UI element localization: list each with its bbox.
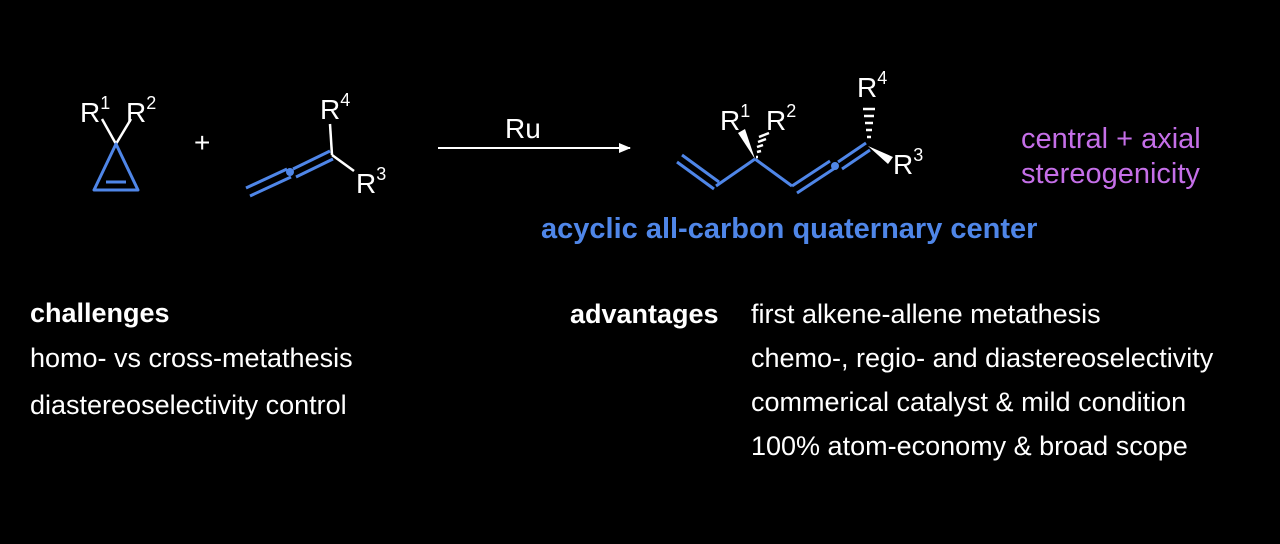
cyclopropene-reactant: R1 R2	[80, 93, 156, 192]
quaternary-center-label: acyclic all-carbon quaternary center	[541, 213, 1038, 245]
advantages-list: first alkene-allene metathesis chemo-, r…	[751, 299, 1213, 475]
advantages-heading: advantages	[570, 299, 719, 329]
product-r1-label: R1	[720, 101, 750, 136]
product-r2-label: R2	[766, 101, 796, 136]
advantage-item: chemo-, regio- and diastereoselectivity	[751, 343, 1214, 373]
r1-label: R1	[80, 93, 110, 128]
challenges-section: challenges homo- vs cross-metathesis dia…	[30, 298, 353, 437]
r4-label: R4	[320, 90, 350, 125]
challenge-item: homo- vs cross-metathesis	[30, 343, 353, 373]
advantage-item: first alkene-allene metathesis	[751, 299, 1101, 329]
r2-label: R2	[126, 93, 156, 128]
stereo-line-2: stereogenicity	[1021, 157, 1200, 190]
plus-sign: +	[194, 127, 210, 158]
challenge-item: diastereoselectivity control	[30, 390, 347, 420]
allene-reactant: R4 R3	[245, 90, 386, 199]
stereogenicity-note: central + axial stereogenicity	[1021, 122, 1201, 192]
advantage-item: commerical catalyst & mild condition	[751, 387, 1187, 417]
advantage-item: 100% atom-economy & broad scope	[751, 431, 1188, 461]
catalyst-label: Ru	[505, 113, 541, 144]
reaction-scheme: R1 R2 + R4 R3 Ru	[80, 68, 923, 199]
product-r4-label: R4	[857, 68, 887, 103]
product-structure: R1 R2 R4 R3	[676, 68, 923, 195]
product-r3-label: R3	[893, 145, 923, 180]
challenges-heading: challenges	[30, 298, 170, 328]
r3-label: R3	[356, 164, 386, 199]
stereo-line-1: central + axial	[1021, 123, 1201, 155]
